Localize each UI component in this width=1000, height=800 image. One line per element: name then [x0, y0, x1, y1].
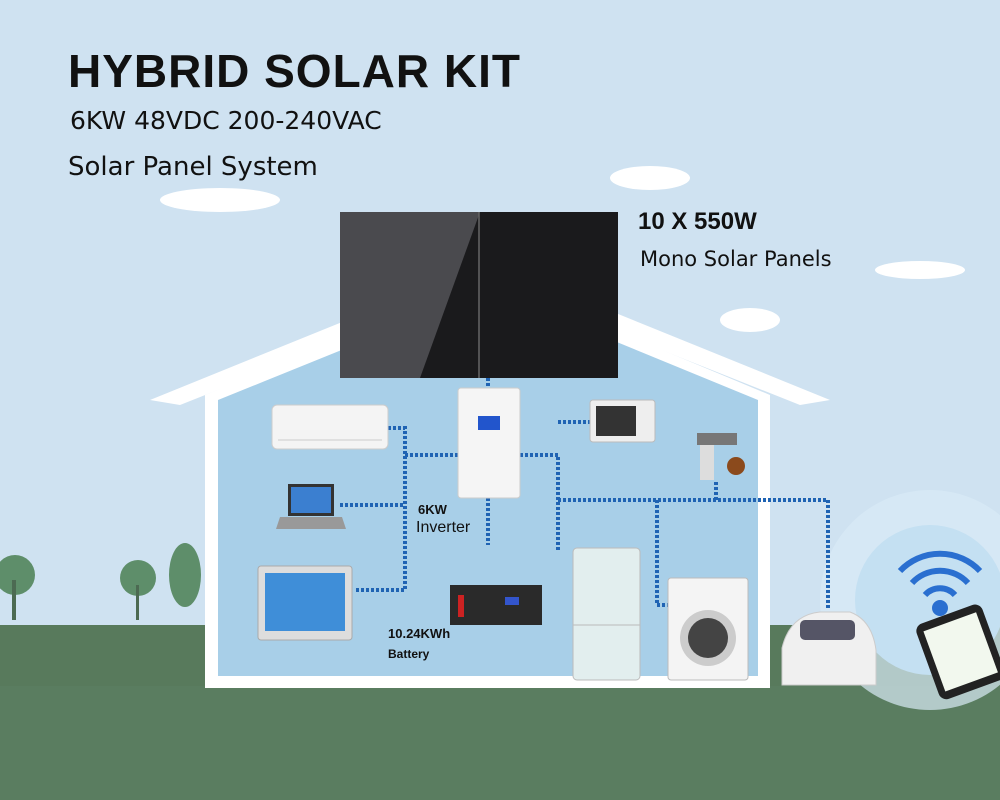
- battery-label: Battery: [388, 647, 430, 661]
- panel-count: 10 X 550W: [638, 208, 757, 235]
- trees: [0, 543, 201, 620]
- battery-capacity: 10.24KWh: [388, 626, 451, 641]
- microwave: [589, 399, 656, 443]
- clouds: [160, 166, 965, 332]
- inverter-power: 6KW: [418, 502, 447, 517]
- electric-car: [781, 611, 877, 686]
- wifi-icon: [897, 550, 983, 616]
- monitor: [257, 565, 353, 641]
- subtitle: Solar Panel System: [68, 152, 318, 182]
- washing-machine: [667, 577, 749, 681]
- inverter-unit: [457, 387, 521, 499]
- coffee-machine: [697, 433, 745, 480]
- inverter-label: Inverter: [416, 519, 471, 536]
- laptop: [276, 484, 346, 529]
- solar-panel: [340, 212, 618, 378]
- spec-line: 6KW 48VDC 200-240VAC: [70, 106, 382, 135]
- smartphone: [916, 604, 1000, 700]
- battery-unit: [450, 585, 542, 625]
- panel-description: Mono Solar Panels: [640, 247, 832, 271]
- air-conditioner: [271, 404, 389, 450]
- wiring: [340, 378, 830, 610]
- page-title: HYBRID SOLAR KIT: [68, 45, 521, 97]
- refrigerator: [572, 547, 641, 681]
